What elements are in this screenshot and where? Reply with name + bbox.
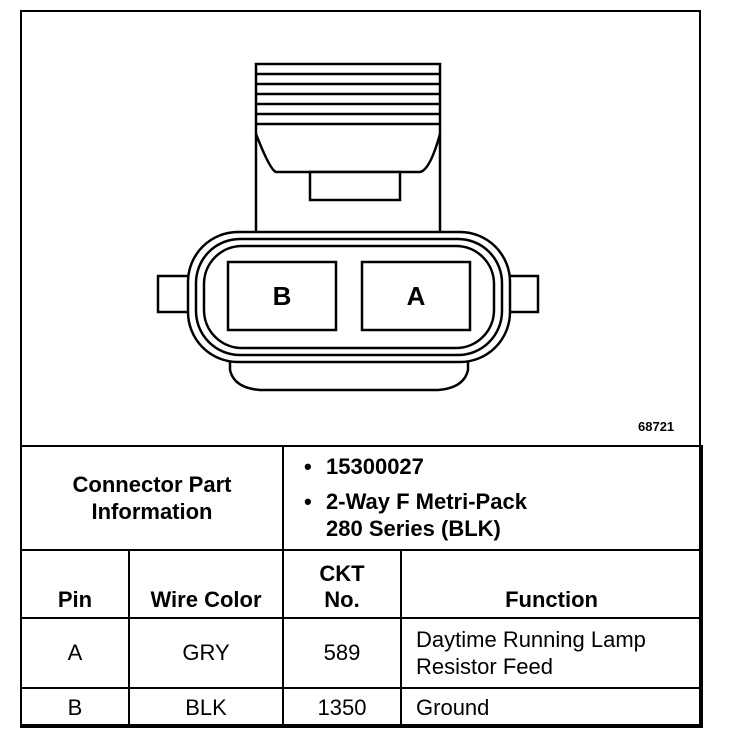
header-wire-color: Wire Color bbox=[127, 549, 285, 619]
outer-frame bbox=[20, 10, 701, 726]
row-a-ckt: 589 bbox=[282, 617, 403, 689]
part-number: •15300027 bbox=[304, 454, 424, 479]
row-a-function: Daytime Running Lamp Resistor Feed bbox=[400, 617, 704, 689]
pin-label-b: B bbox=[273, 281, 292, 311]
connector-info-table: Connector Part Information •15300027 •2-… bbox=[19, 445, 704, 728]
table-row: A GRY 589 Daytime Running Lamp Resistor … bbox=[20, 617, 704, 689]
latch-window bbox=[308, 170, 402, 202]
row-b-wire-color: BLK bbox=[127, 687, 285, 728]
header-pin: Pin bbox=[20, 549, 130, 619]
row-a-pin: A bbox=[20, 617, 130, 689]
pin-label-a: A bbox=[407, 281, 426, 311]
part-description: •2-Way F Metri-Pack bbox=[304, 489, 527, 514]
table-header-row: Pin Wire Color CKT No. Function bbox=[20, 549, 704, 619]
row-b-pin: B bbox=[20, 687, 130, 728]
part-info-values: •15300027 •2-Way F Metri-Pack 280 Series… bbox=[282, 445, 704, 551]
row-b-ckt: 1350 bbox=[282, 687, 403, 728]
table-row: B BLK 1350 Ground bbox=[20, 687, 704, 728]
cavity-b bbox=[226, 260, 338, 332]
part-info-label: Connector Part Information bbox=[19, 445, 285, 551]
row-a-wire-color: GRY bbox=[127, 617, 285, 689]
header-function: Function bbox=[400, 549, 704, 619]
connector-drawing: B A bbox=[156, 62, 540, 392]
row-b-function: Ground bbox=[400, 687, 704, 728]
figure-id: 68721 bbox=[638, 419, 675, 434]
header-ckt: CKT No. bbox=[282, 549, 403, 619]
cavity-a bbox=[360, 260, 472, 332]
